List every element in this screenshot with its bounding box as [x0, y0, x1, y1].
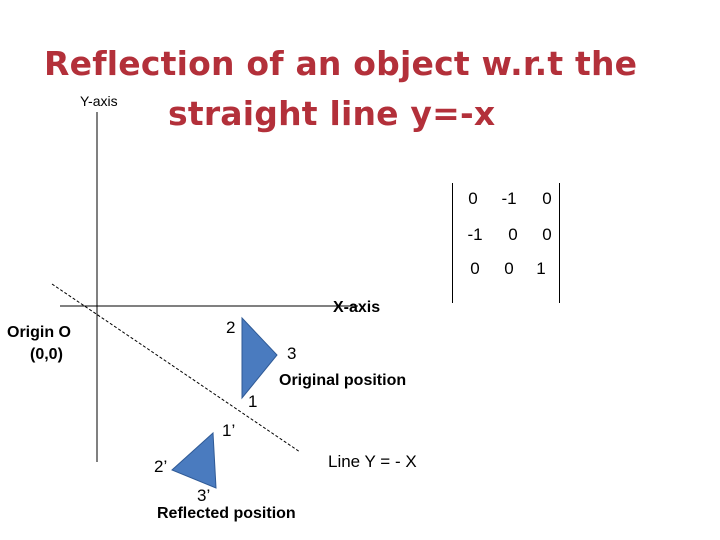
matrix-cell: 0: [542, 189, 552, 208]
matrix-cell: 0: [468, 189, 478, 208]
x-axis-label: X-axis: [333, 299, 381, 316]
vertex-3-label: 3: [287, 344, 297, 363]
matrix-cell: -1: [467, 225, 483, 244]
reflected-position-label: Reflected position: [157, 505, 296, 522]
origin-label: Origin O: [7, 324, 71, 341]
matrix-cell: 0: [542, 225, 552, 244]
original-triangle: [241, 316, 278, 400]
matrix-cell: 0: [470, 259, 480, 278]
matrix-cell: 1: [536, 259, 546, 278]
matrix-row: 0 0 1: [453, 259, 559, 279]
origin-coords: (0,0): [30, 346, 63, 363]
matrix-row: 0 -1 0: [453, 189, 559, 209]
vertex-2-prime-label: 2’: [154, 457, 168, 476]
transformation-matrix: 0 -1 0 -1 0 0 0 0 1: [452, 183, 560, 303]
reflection-line-label: Line Y = - X: [328, 452, 417, 471]
y-axis-label: Y-axis: [80, 93, 118, 109]
matrix-cell: 0: [504, 259, 514, 278]
reflected-triangle: [171, 431, 217, 489]
original-position-label: Original position: [279, 372, 407, 389]
title-line-2: straight line y=-x: [168, 94, 496, 133]
matrix-cell: 0: [508, 225, 518, 244]
vertex-3-prime-label: 3’: [197, 486, 211, 505]
vertex-2-label: 2: [226, 318, 236, 337]
matrix-row: -1 0 0: [453, 225, 559, 245]
vertex-1-prime-label: 1’: [222, 421, 236, 440]
matrix-cell: -1: [501, 189, 517, 208]
vertex-1-label: 1: [248, 392, 258, 411]
title-line-1: Reflection of an object w.r.t the: [44, 44, 638, 83]
